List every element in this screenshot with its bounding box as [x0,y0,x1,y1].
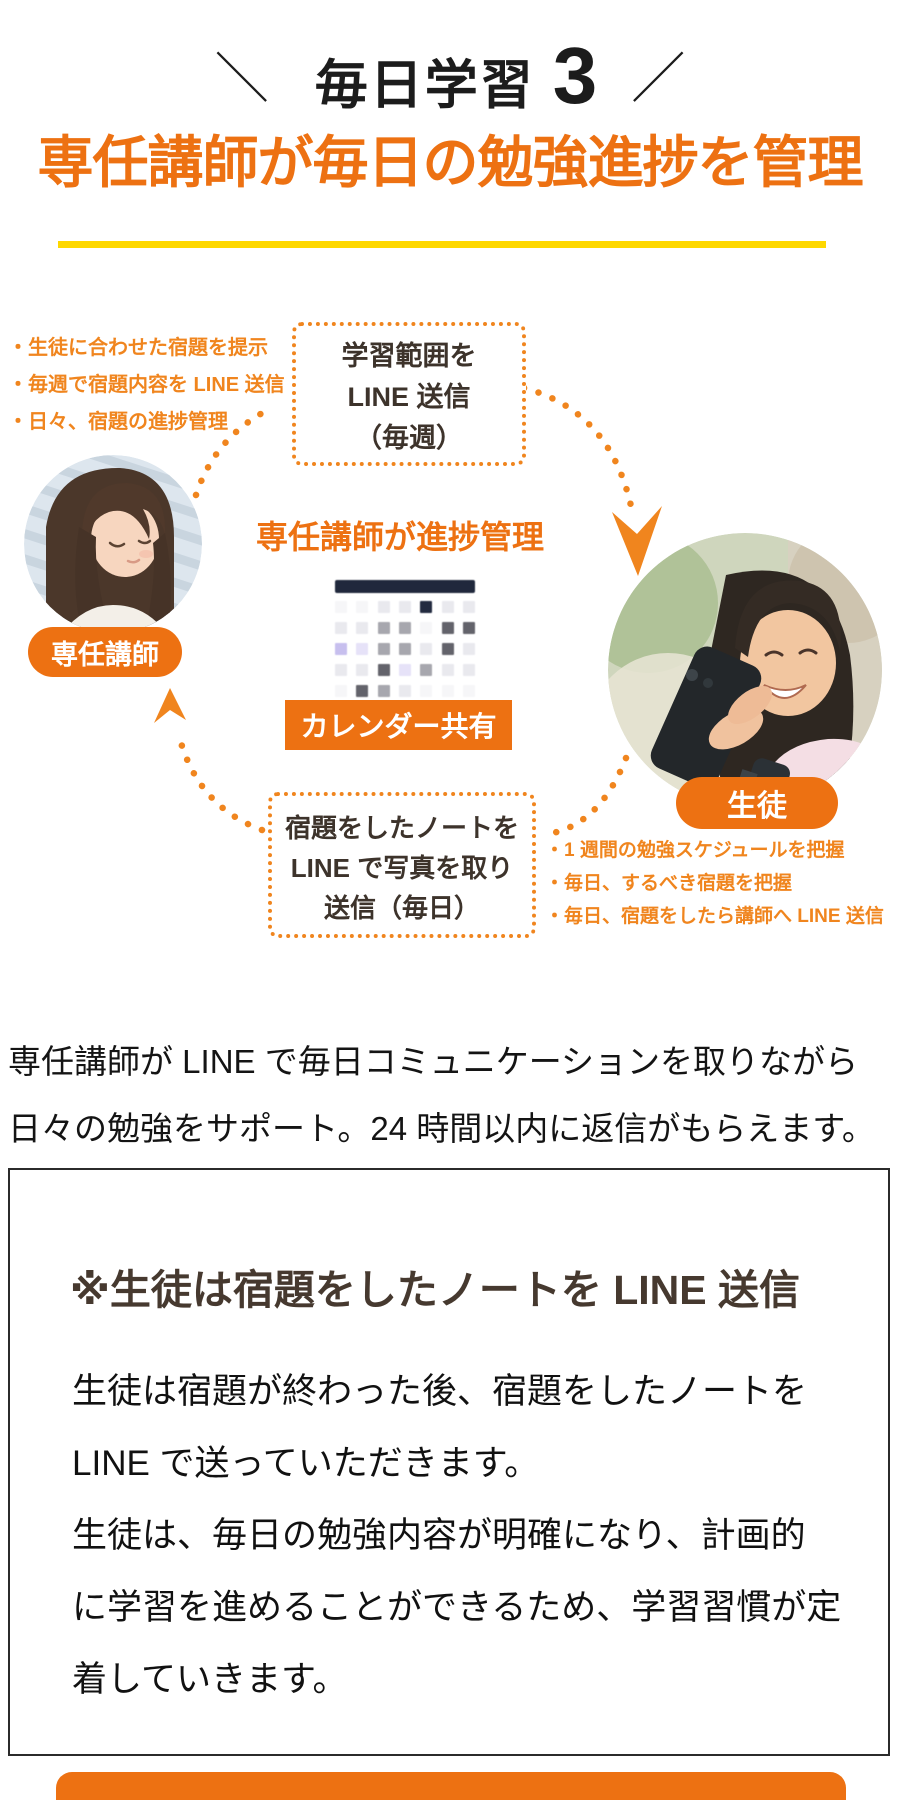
calendar-day-cell [335,622,347,634]
calendar-share-badge: カレンダー共有 [285,700,512,750]
calendar-day-cell [356,685,369,697]
teacher-note-item: ・毎週で宿題内容を LINE 送信 [8,374,285,396]
calendar-day-cell [462,643,475,655]
teacher-note-item: ・生徒に合わせた宿題を提示 [8,337,268,359]
right-slash-decoration: ／ [631,49,686,109]
calendar-day-cell [398,601,411,613]
calendar-day-cell [335,643,347,655]
calendar-day-cell [441,601,454,613]
teacher-photo [24,455,202,633]
teacher-note-item: ・日々、宿題の進捗管理 [8,411,228,433]
page-title: 専任講師が毎日の勉強進捗を管理 [37,131,864,194]
left-slash-decoration: ＼ [214,49,269,109]
calendar-day-cell [398,622,411,634]
calendar-graphic [335,580,475,697]
kicker-number: 3 [552,31,598,120]
calendar-day-cell [462,622,475,634]
arrow-bottombox-to-teacher [174,728,266,834]
calendar-header-bar [335,580,475,593]
calendar-day-cell [441,643,454,655]
kicker-label: 毎日学習 [314,56,535,115]
arrowhead-up-icon [154,688,186,723]
support-paragraph: 専任講師が LINE で毎日コミュニケーションを取りながら日々の勉強をサポート。… [8,1043,875,1147]
arrow-topbox-to-student [520,384,637,520]
calendar-day-cell [420,643,433,655]
student-notes-list: ・1 週間の勉強スケジュールを把握・毎日、するべき宿題を把握・毎日、宿題をしたら… [545,834,884,933]
section-kicker: ＼ 毎日学習 3 ／ [0,30,900,122]
calendar-grid [335,601,475,697]
title-underline [58,241,826,248]
calendar-day-cell [398,664,411,676]
student-note-item: ・1 週間の勉強スケジュールを把握 [545,840,845,861]
student-label-badge: 生徒 [676,777,838,829]
calendar-day-cell [356,643,369,655]
calendar-day-cell [398,643,411,655]
calendar-day-cell [356,622,369,634]
calendar-day-cell [335,664,347,676]
cta-button-top-edge[interactable] [56,1772,846,1800]
calendar-day-cell [441,622,454,634]
teacher-label-badge: 専任講師 [28,627,182,677]
calendar-day-cell [377,643,390,655]
note-box: ※生徒は宿題をしたノートを LINE 送信 生徒は宿題が終わった後、宿題をしたノ… [8,1168,890,1756]
calendar-day-cell [377,601,390,613]
calendar-day-cell [356,601,369,613]
calendar-day-cell [462,601,475,613]
calendar-day-cell [377,622,390,634]
center-caption: 専任講師が進捗管理 [255,519,544,555]
arrow-student-to-bottombox [544,754,630,838]
calendar-day-cell [356,664,369,676]
student-photo [608,533,882,807]
student-note-item: ・毎日、宿題をしたら講師へ LINE 送信 [545,906,884,927]
calendar-day-cell [462,664,475,676]
calendar-day-cell [335,601,347,613]
calendar-day-cell [335,685,347,697]
calendar-day-cell [420,622,433,634]
calendar-day-cell [420,601,433,613]
calendar-day-cell [420,664,433,676]
calendar-day-cell [420,685,433,697]
note-box-title: ※生徒は宿題をしたノートを LINE 送信 [70,1267,801,1313]
calendar-day-cell [462,685,475,697]
teacher-notes-list: ・生徒に合わせた宿題を提示・毎週で宿題内容を LINE 送信・日々、宿題の進捗管… [8,330,285,441]
calendar-day-cell [441,685,454,697]
calendar-day-cell [441,664,454,676]
calendar-day-cell [398,685,411,697]
student-note-item: ・毎日、するべき宿題を把握 [545,873,793,894]
calendar-day-cell [377,685,390,697]
calendar-day-cell [377,664,390,676]
